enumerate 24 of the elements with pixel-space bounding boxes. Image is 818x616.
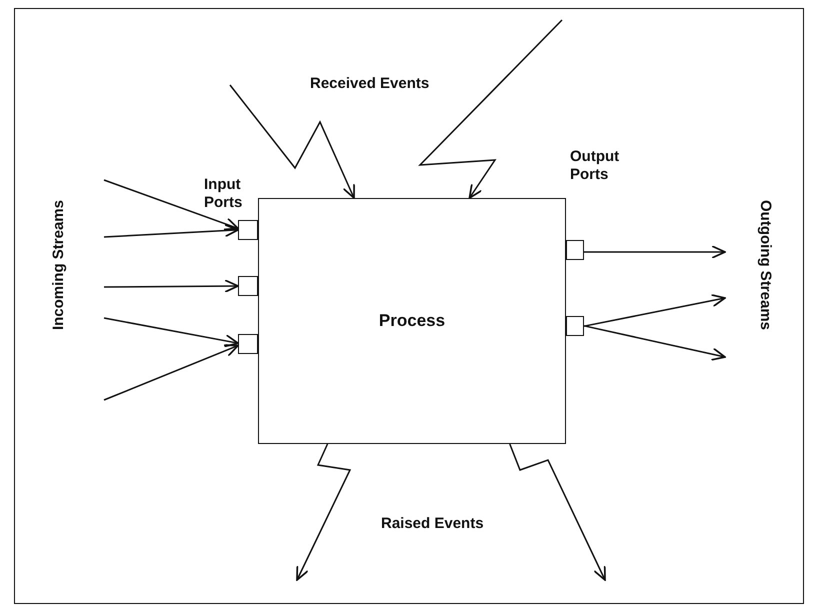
arrow bbox=[104, 179, 239, 230]
group-label: Received Events bbox=[310, 75, 430, 93]
zigzag-arrow bbox=[509, 444, 606, 581]
arrow bbox=[104, 279, 239, 293]
group-label: Incoming Streams bbox=[50, 200, 68, 330]
arrow bbox=[584, 245, 726, 259]
group-label: Input Ports bbox=[204, 176, 244, 212]
group-label: Raised Events bbox=[381, 515, 484, 533]
arrow bbox=[104, 317, 239, 348]
zigzag-arrow bbox=[296, 444, 352, 581]
arrow bbox=[584, 294, 726, 327]
input-port bbox=[238, 276, 258, 296]
arrow bbox=[104, 344, 239, 401]
output-port bbox=[566, 240, 584, 260]
zigzag-arrow bbox=[229, 84, 355, 199]
output-port bbox=[566, 316, 584, 336]
input-port bbox=[238, 334, 258, 354]
zigzag-arrow bbox=[418, 19, 563, 199]
group-label: Outgoing Streams bbox=[756, 200, 774, 330]
process-box: Process bbox=[258, 198, 566, 444]
arrow bbox=[584, 325, 726, 361]
arrow bbox=[104, 224, 239, 238]
input-port bbox=[238, 220, 258, 240]
group-label: Output Ports bbox=[570, 148, 620, 184]
